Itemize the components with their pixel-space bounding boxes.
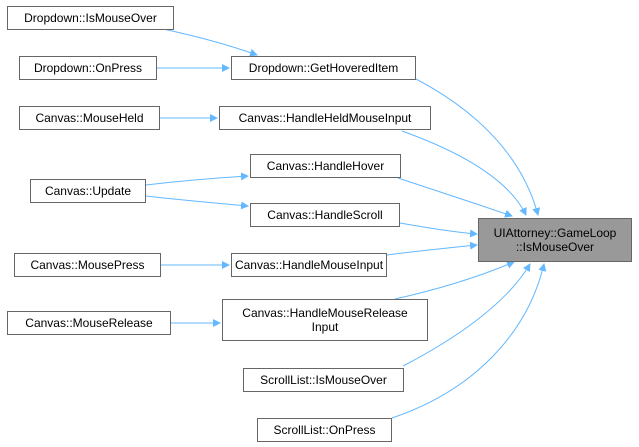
node-canvas-handlehover[interactable]: Canvas::HandleHover — [250, 154, 401, 178]
node-label-line-2: ::IsMouseOver — [515, 240, 594, 254]
node-canvas-handlemouseinput[interactable]: Canvas::HandleMouseInput — [231, 253, 387, 277]
node-uiattorney-gameloop-ismouseover[interactable]: UIAttorney::GameLoop ::IsMouseOver — [478, 218, 632, 262]
node-label: Canvas::HandleScroll — [267, 208, 383, 222]
edge-scrolllist-onpress-to-uiattorney — [391, 263, 547, 419]
node-label: Canvas::HandleHover — [266, 159, 385, 173]
node-canvas-mouseheld[interactable]: Canvas::MouseHeld — [19, 106, 160, 130]
edge-gethovereditem-to-uiattorney — [365, 56, 541, 216]
edge-update-to-handlehover — [145, 172, 249, 186]
edge-handlemousereleaseinput-to-uiattorney — [394, 261, 515, 300]
node-label-group: Canvas::HandleMouseRelease Input — [242, 306, 407, 334]
node-label-line-1: UIAttorney::GameLoop — [493, 226, 617, 240]
node-label: Dropdown::GetHoveredItem — [248, 61, 399, 75]
node-label-line-1: Canvas::HandleMouseRelease — [242, 306, 408, 320]
edge-scrolllist-ismouseover-to-uiattorney — [402, 263, 531, 367]
node-canvas-handleheldmouseinput[interactable]: Canvas::HandleHeldMouseInput — [219, 106, 431, 130]
node-canvas-mouserelease[interactable]: Canvas::MouseRelease — [7, 311, 171, 335]
node-canvas-mousepress[interactable]: Canvas::MousePress — [14, 253, 161, 277]
node-label: Canvas::Update — [44, 184, 132, 198]
node-label-line-2: Input — [311, 320, 339, 334]
node-label: ScrollList::IsMouseOver — [260, 373, 387, 387]
node-scrolllist-onpress[interactable]: ScrollList::OnPress — [257, 418, 392, 442]
edge-handlemouseinput-to-uiattorney — [386, 241, 478, 256]
edge-handleheldmouseinput-to-uiattorney — [401, 130, 527, 216]
node-label: Dropdown::IsMouseOver — [24, 11, 157, 25]
node-canvas-update[interactable]: Canvas::Update — [30, 179, 146, 203]
node-label: Canvas::MouseHeld — [35, 111, 144, 125]
edge-update-to-handlescroll — [145, 195, 249, 210]
node-label: Canvas::HandleHeldMouseInput — [238, 111, 412, 125]
node-label: Canvas::HandleMouseInput — [234, 258, 384, 272]
node-scrolllist-ismouseover[interactable]: ScrollList::IsMouseOver — [243, 368, 404, 392]
node-label-group: UIAttorney::GameLoop ::IsMouseOver — [494, 226, 617, 254]
node-label: Canvas::MouseRelease — [25, 316, 153, 330]
node-label: ScrollList::OnPress — [273, 423, 376, 437]
edge-handlescroll-to-uiattorney — [399, 222, 478, 238]
node-label: Canvas::MousePress — [30, 258, 145, 272]
edge-dropdown-ismouseover-to-gethovereditem — [162, 28, 258, 57]
node-dropdown-gethovereditem[interactable]: Dropdown::GetHoveredItem — [231, 56, 416, 80]
node-canvas-handlemousereleaseinput[interactable]: Canvas::HandleMouseRelease Input — [222, 299, 428, 341]
node-label: Dropdown::OnPress — [33, 61, 143, 75]
node-dropdown-onpress[interactable]: Dropdown::OnPress — [19, 56, 157, 80]
node-canvas-handlescroll[interactable]: Canvas::HandleScroll — [250, 203, 400, 227]
node-dropdown-ismouseover[interactable]: Dropdown::IsMouseOver — [7, 6, 174, 30]
edge-handlehover-to-uiattorney — [397, 177, 513, 218]
